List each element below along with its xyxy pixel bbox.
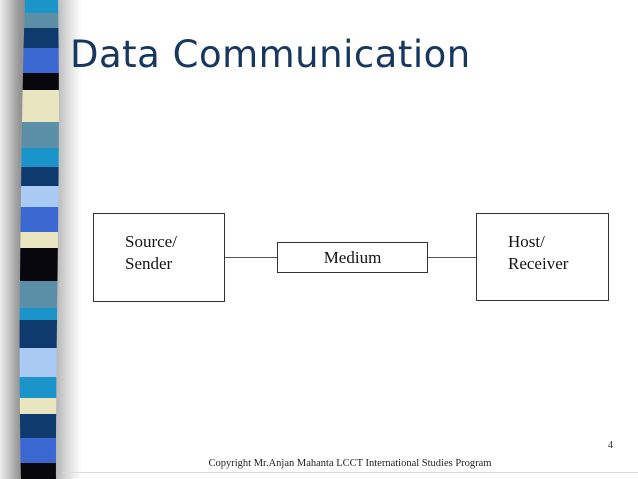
- copyright-footer: Copyright Mr.Anjan Mahanta LCCT Internat…: [208, 458, 492, 469]
- source-label-line2: Sender: [125, 254, 173, 273]
- source-sender-label: Source/ Sender: [125, 231, 177, 275]
- source-label-line1: Source/: [125, 232, 177, 251]
- ribbon-strip: [19, 0, 59, 479]
- host-receiver-label: Host/ Receiver: [508, 231, 568, 275]
- medium-box: Medium: [277, 242, 428, 273]
- slide-bottom-border: [62, 472, 638, 473]
- slide-title: Data Communication: [70, 33, 471, 76]
- connector-source-medium: [225, 257, 277, 258]
- host-receiver-box: Host/ Receiver: [476, 213, 609, 301]
- source-sender-box: Source/ Sender: [93, 213, 225, 302]
- host-label-line2: Receiver: [508, 254, 569, 273]
- host-label-line1: Host/: [508, 232, 545, 251]
- connector-medium-host: [428, 257, 476, 258]
- slide-number: 4: [608, 440, 613, 451]
- decorative-ribbon: [0, 0, 84, 479]
- medium-label: Medium: [323, 248, 382, 267]
